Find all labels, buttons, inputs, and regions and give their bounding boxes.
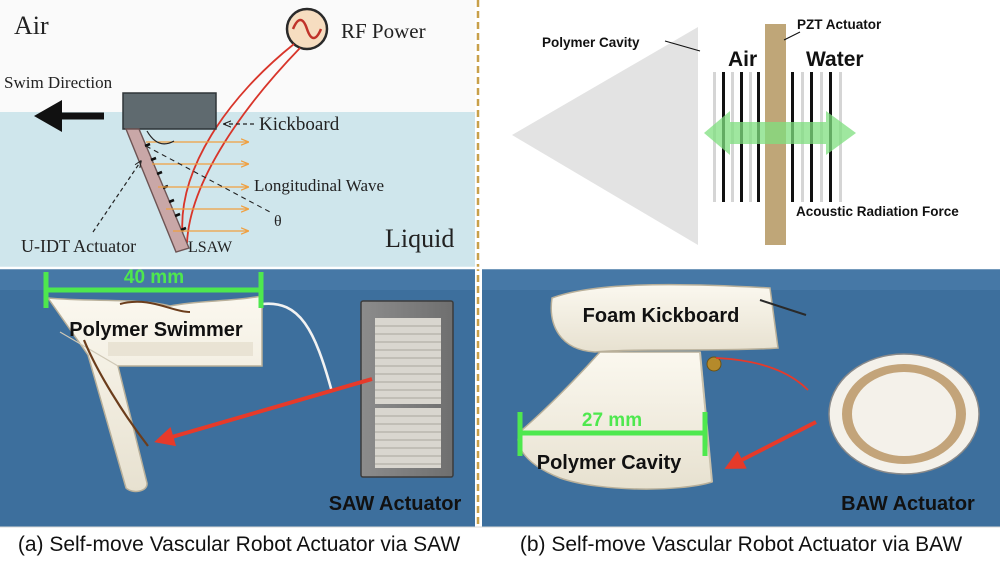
uidt-electrodes: [144, 142, 187, 232]
radiation-force-label: Acoustic Radiation Force: [796, 204, 959, 219]
polymer-cavity-pointer: [664, 40, 701, 52]
swim-direction-arrowhead: [34, 100, 62, 132]
uidt-pointer: [92, 161, 141, 233]
polymer-swimmer-label: Polymer Swimmer: [69, 319, 243, 341]
foam-kickboard-label: Foam Kickboard: [583, 305, 740, 327]
baw-actuator-disc: [828, 353, 980, 475]
polymer-cavity-label: Polymer Cavity: [542, 35, 640, 50]
rf-wire-outer: [181, 43, 295, 241]
saw-pointer-arrow: [154, 377, 373, 447]
baw-diagram: Air Water Polymer Cavity PZT Actuator Ac…: [482, 0, 1000, 268]
rf-power-label: RF Power: [341, 19, 426, 43]
pzt-actuator-label: PZT Actuator: [797, 17, 882, 32]
water-side-label: Water: [806, 48, 864, 71]
theta-label: θ: [274, 213, 282, 230]
kickboard-block: [122, 92, 217, 130]
power-wire-red: [715, 357, 809, 391]
baw-actuator-label: BAW Actuator: [841, 493, 975, 515]
dimension-27mm-label: 27 mm: [582, 410, 642, 431]
theta-reference-line: [145, 145, 271, 213]
radiation-force-arrow: [704, 111, 856, 155]
polymer-cavity-cone: [512, 27, 698, 245]
baw-photo: Foam Kickboard 27 mm Polymer Cavity BAW …: [482, 268, 1000, 527]
pzt-pointer: [783, 31, 801, 41]
lead-wire: [261, 302, 334, 393]
uidt-label: U-IDT Actuator: [21, 236, 136, 256]
dimension-27mm: [517, 412, 708, 456]
sine-wave-icon: [291, 18, 323, 40]
saw-actuator-chip: [360, 300, 454, 478]
saw-actuator-label: SAW Actuator: [329, 493, 462, 515]
connector-screw: [706, 356, 722, 372]
theta-arc: [146, 130, 175, 145]
longitudinal-wave-arrows: [146, 142, 248, 231]
swim-direction-label: Swim Direction: [4, 73, 113, 92]
kickboard-label: Kickboard: [259, 114, 340, 135]
air-region: [0, 0, 475, 112]
saw-photo: 40 mm Polymer Swimmer SAW Actuator: [0, 267, 475, 527]
foam-kickboard: [550, 283, 779, 353]
rf-wire-inner: [186, 47, 301, 244]
dimension-40mm-label: 40 mm: [124, 267, 184, 288]
caption-panel-a: (a) Self-move Vascular Robot Actuator vi…: [17, 533, 461, 556]
lsaw-label: LSAW: [188, 239, 233, 256]
polymer-cavity-photo-label: Polymer Cavity: [537, 452, 682, 474]
liquid-label: Liquid: [385, 224, 454, 253]
swimmer-wire: [82, 339, 149, 447]
longitudinal-wave-label: Longitudinal Wave: [254, 176, 384, 195]
air-label: Air: [14, 11, 49, 40]
saw-diagram: Air Liquid RF Power Swim Direction Kickb…: [0, 0, 475, 268]
rf-power-source: [285, 7, 329, 51]
baw-pointer-arrow: [724, 420, 817, 469]
air-side-label: Air: [728, 48, 757, 71]
polymer-cavity-body: [517, 351, 713, 490]
liquid-region: [0, 112, 475, 268]
polymer-swimmer: [46, 295, 334, 493]
caption-panel-b: (b) Self-move Vascular Robot Actuator vi…: [519, 533, 963, 556]
dimension-40mm: [43, 272, 264, 308]
